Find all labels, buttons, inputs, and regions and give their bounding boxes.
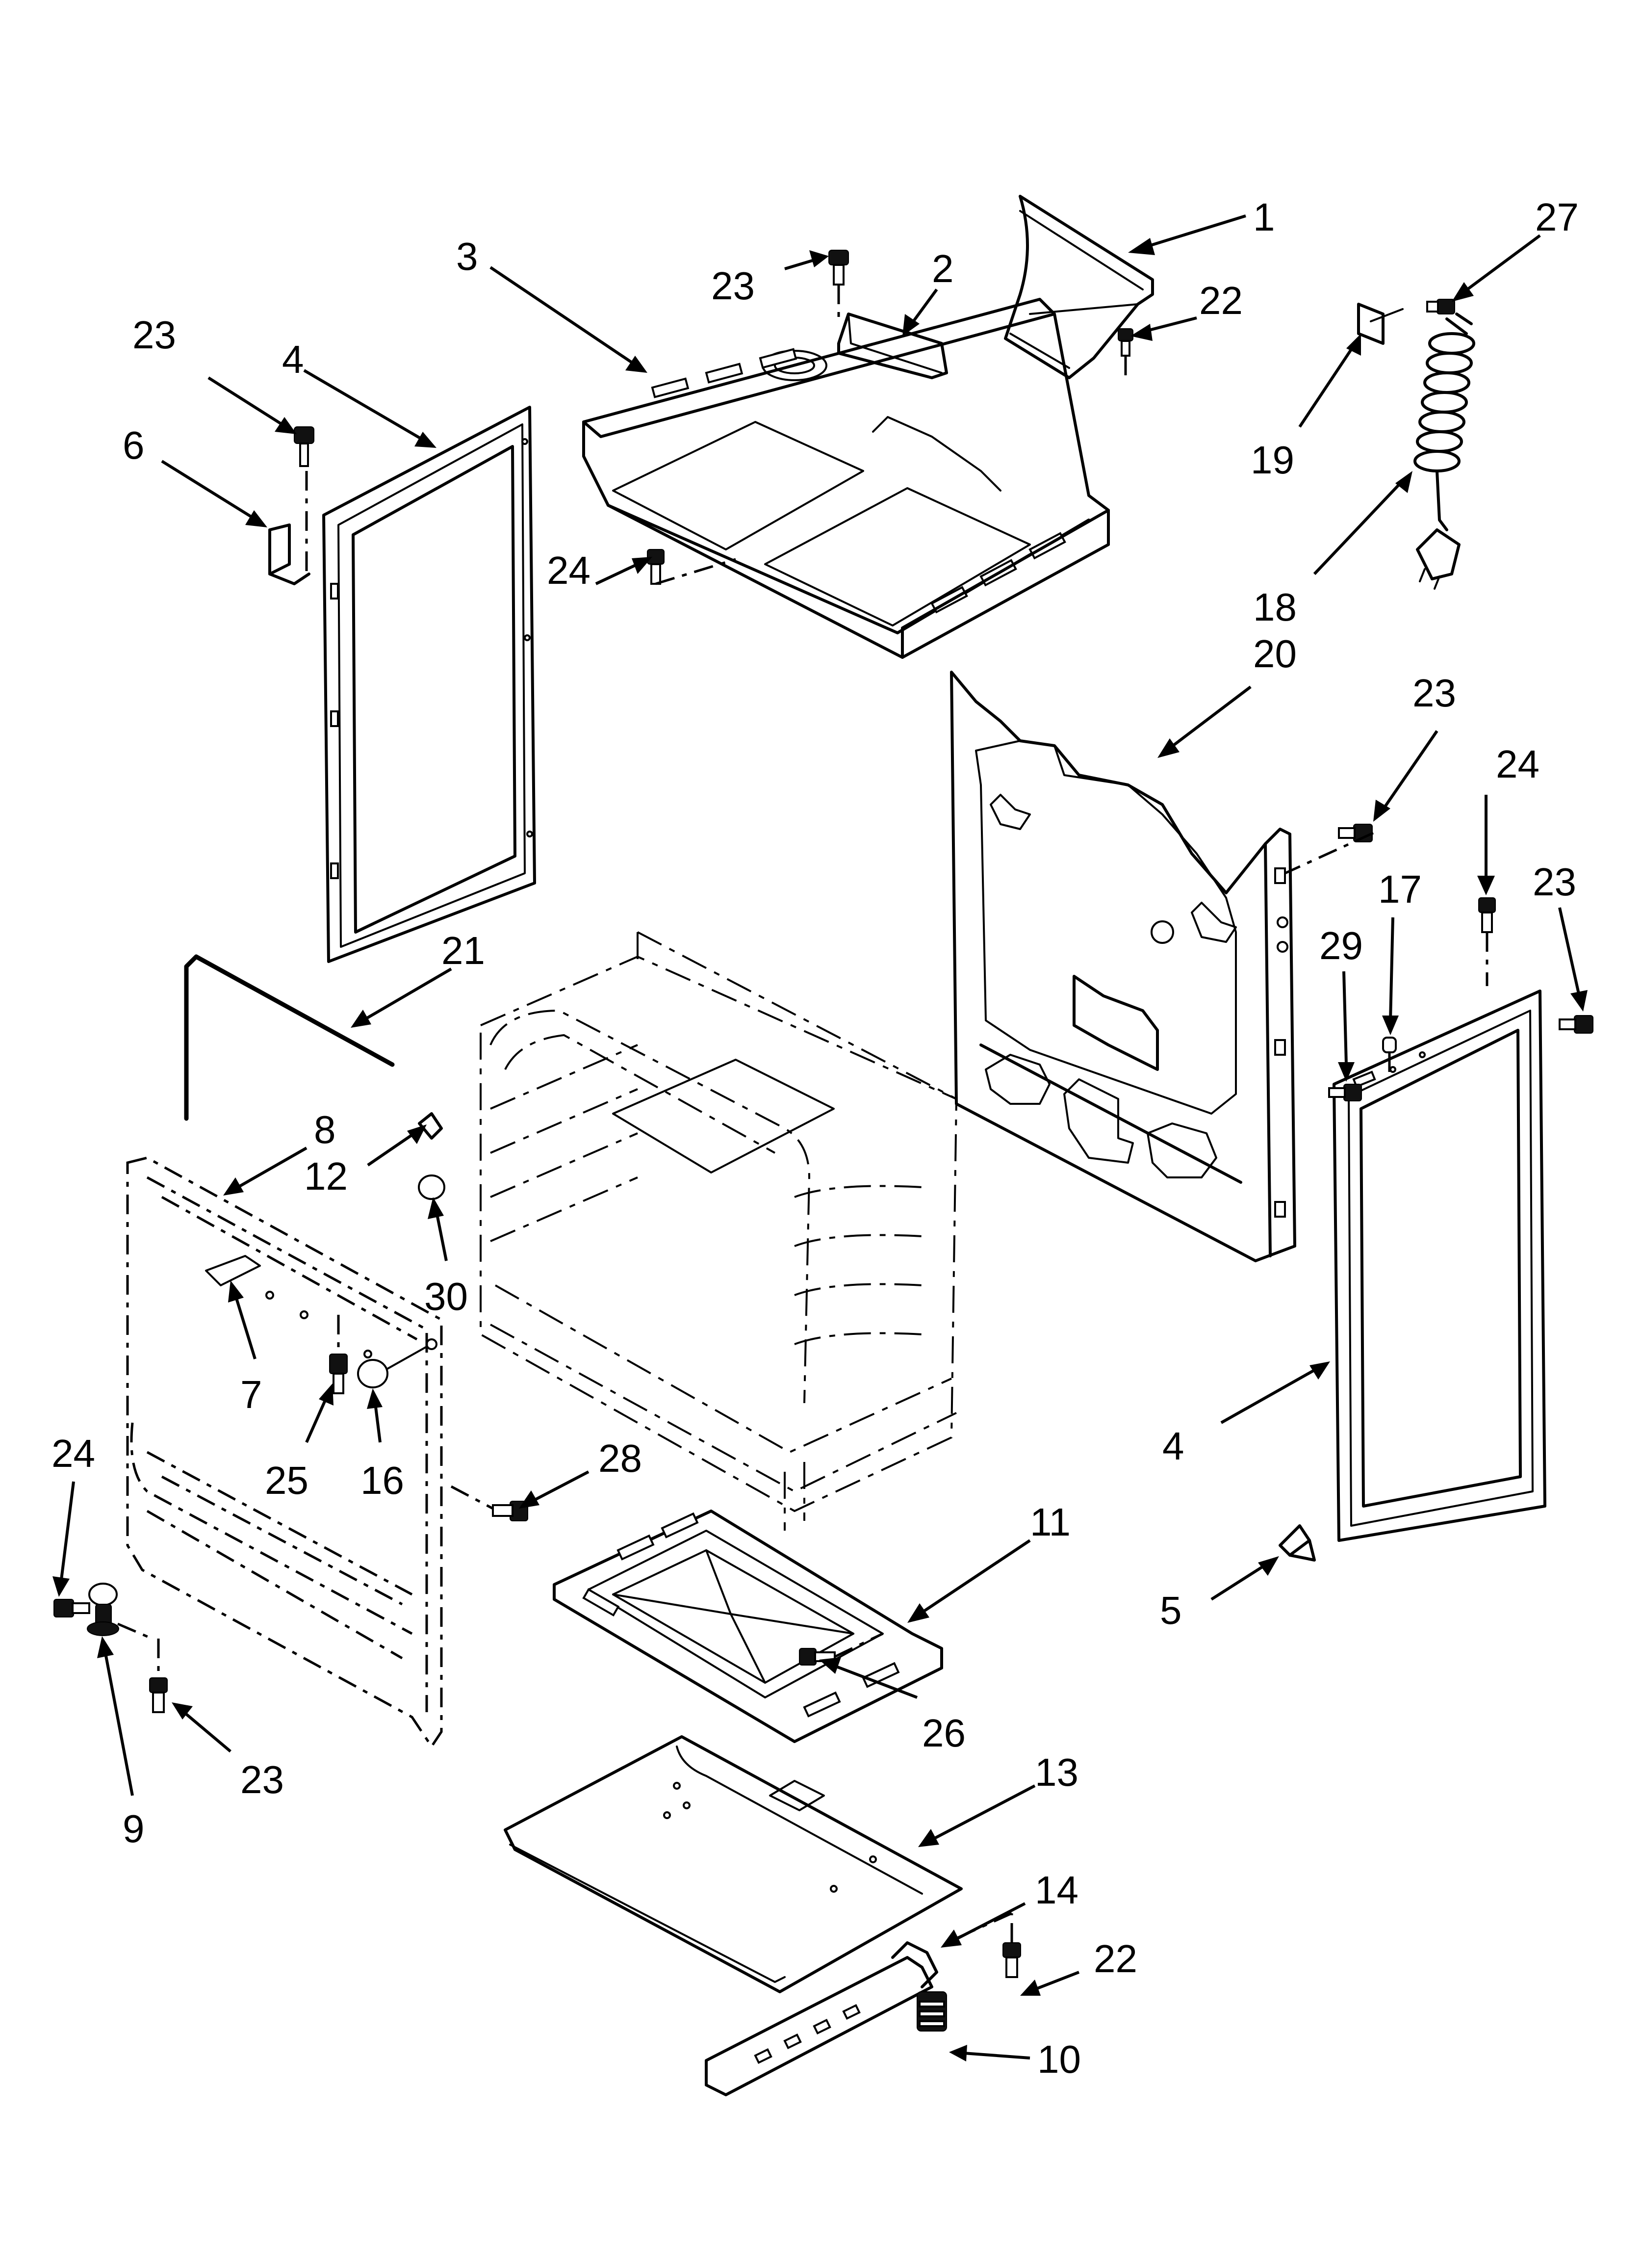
callout-23-left: 23 <box>132 313 176 357</box>
part-right-side-panel <box>1333 990 1546 1542</box>
callout-7: 7 <box>240 1373 262 1416</box>
part-clip <box>268 471 310 585</box>
part-oven-cavity <box>480 931 958 1531</box>
part-top-frame <box>582 298 1110 659</box>
callout-1: 1 <box>1253 195 1275 239</box>
callout-13: 13 <box>1035 1750 1078 1794</box>
callout-26: 26 <box>922 1711 966 1755</box>
part-bottom-panel <box>504 1735 963 1993</box>
callout-23-bottom: 23 <box>240 1758 284 1801</box>
callout-12: 12 <box>304 1154 348 1198</box>
callout-29: 29 <box>1319 924 1363 967</box>
callout-19: 19 <box>1251 438 1294 482</box>
part-gasket <box>184 954 395 1121</box>
part-vent-duct <box>1004 195 1154 379</box>
callout-labels: 1 2 3 4 4 5 6 7 8 9 10 11 12 13 14 16 17… <box>51 195 1579 2081</box>
part-power-cord <box>1413 313 1475 590</box>
part-left-side-panel <box>322 406 536 963</box>
callout-11: 11 <box>1030 1500 1071 1544</box>
callout-4-left: 4 <box>282 338 304 381</box>
callout-22-bottom: 22 <box>1094 1937 1137 1981</box>
part-front-frame <box>126 1156 443 1749</box>
callout-25: 25 <box>265 1459 308 1502</box>
callout-23-top: 23 <box>711 264 755 308</box>
part-leg-bracket <box>705 1941 938 2096</box>
callout-23-right: 23 <box>1533 860 1576 904</box>
callout-21: 21 <box>441 929 485 972</box>
part-rear-panel <box>950 671 1296 1262</box>
callout-24-left: 24 <box>51 1432 95 1475</box>
callout-14: 14 <box>1035 1868 1078 1912</box>
callout-16: 16 <box>360 1459 404 1502</box>
callout-30: 30 <box>424 1275 468 1318</box>
callout-8: 8 <box>314 1108 336 1151</box>
callout-3: 3 <box>456 235 478 278</box>
callout-4-right: 4 <box>1162 1424 1184 1468</box>
callout-27: 27 <box>1535 195 1579 239</box>
callout-22-top: 22 <box>1199 279 1243 322</box>
part-broil-tray <box>553 1510 943 1743</box>
callout-28: 28 <box>598 1436 642 1480</box>
part-leveling-leg <box>917 1991 947 2032</box>
leader-arrows <box>52 214 1588 2061</box>
callout-2: 2 <box>932 247 954 290</box>
callout-18: 18 <box>1253 585 1297 629</box>
part-cord-bracket <box>1357 303 1404 345</box>
callout-5: 5 <box>1160 1589 1182 1632</box>
part-small-bracket <box>837 313 948 379</box>
callout-23-rear: 23 <box>1412 671 1456 715</box>
callout-20: 20 <box>1253 632 1297 676</box>
callout-9: 9 <box>123 1807 145 1851</box>
part-small-clip <box>1279 1524 1316 1562</box>
callout-24-top: 24 <box>547 548 590 592</box>
callout-6: 6 <box>123 423 145 467</box>
callout-10: 10 <box>1037 2037 1081 2081</box>
callout-24-right: 24 <box>1496 742 1539 786</box>
callout-17: 17 <box>1378 867 1422 911</box>
